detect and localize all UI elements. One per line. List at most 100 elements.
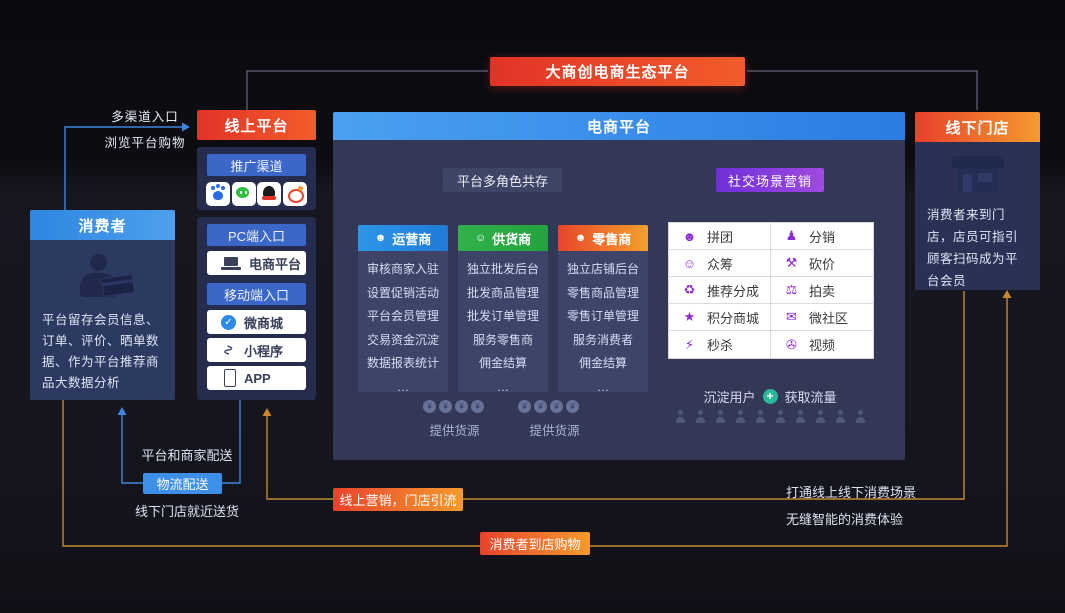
store-nearby-delivery-label: 线下门店就近送货 <box>134 504 239 519</box>
mobile-entry-label: 移动端入口 <box>207 283 306 305</box>
baidu-icon[interactable] <box>206 182 230 206</box>
social-item-flash-sale[interactable]: ⚡秒杀 <box>669 331 771 358</box>
role-item: 佣金结算 <box>478 356 527 370</box>
wechat-mall-icon: ✓ <box>221 314 236 330</box>
role-item-ellipsis: … <box>597 379 609 394</box>
referral-share-icon: ♻ <box>683 282 696 297</box>
mini-program-label: 小程序 <box>244 343 284 359</box>
role-item-ellipsis: … <box>497 379 509 394</box>
social-item-label: 视频 <box>809 338 836 353</box>
consumer-card-icon <box>72 254 135 302</box>
user-icon <box>715 410 726 423</box>
role-item: 服务消费者 <box>572 332 633 347</box>
pc-entry-label: PC端入口 <box>207 224 306 246</box>
social-item-crowdfunding[interactable]: ☺众筹 <box>669 250 771 277</box>
browse-platform-label: 浏览平台购物 <box>104 136 186 150</box>
consumer-to-store-badge: 消费者到店购物 <box>480 532 590 555</box>
multi-role-label: 平台多角色共存 <box>443 168 562 192</box>
promo-channels-box: 推广渠道 <box>197 147 316 210</box>
omnichannel-note-line2: 无缝智能的消费体验 <box>786 512 904 527</box>
video-icon: ✇ <box>786 336 797 352</box>
role-item: 设置促销活动 <box>366 285 439 300</box>
logistics-delivery-badge: 物流配送 <box>143 473 222 494</box>
wechat-icon[interactable] <box>231 182 256 206</box>
role-item: 交易资金沉淀 <box>366 332 439 347</box>
weibo-icon[interactable] <box>282 182 307 206</box>
social-item-label: 拍卖 <box>809 283 836 299</box>
social-item-label: 分销 <box>809 229 836 245</box>
social-item-auction[interactable]: ⚖ 拍卖 <box>771 277 873 304</box>
flash-sale-icon: ⚡ <box>684 336 695 352</box>
role-item: 零售订单管理 <box>566 309 639 323</box>
retailer-icon: ☻ <box>574 232 587 244</box>
role-supplier: ☺ 供货商 独立批发后台 批发商品管理 批发订单管理 服务零售商 佣金结算 … <box>458 225 548 394</box>
promo-channels-label: 推广渠道 <box>207 154 306 176</box>
online-platform-title: 线上平台 <box>197 110 316 140</box>
ecommerce-platform-title: 电商平台 <box>333 112 905 140</box>
entry-wechat-mall[interactable]: ✓ 微商城 <box>207 310 306 334</box>
social-item-points-mall[interactable]: ★ 积分商城 <box>669 304 771 331</box>
user-icon <box>755 410 766 423</box>
role-item: 独立批发后台 <box>466 262 539 276</box>
coins-right: ¥¥¥¥ <box>518 400 579 413</box>
points-mall-icon: ★ <box>683 309 696 324</box>
social-item-distribution[interactable]: ♟ 分销 <box>771 223 873 250</box>
user-traffic-funnel: 沉淀用户 + 获取流量 <box>670 387 870 406</box>
distribution-icon: ♟ <box>785 228 798 243</box>
role-item-ellipsis: … <box>397 379 409 394</box>
user-icon <box>815 410 826 423</box>
role-item: 独立店铺后台 <box>566 262 639 276</box>
micro-community-icon: ✉ <box>786 309 797 324</box>
store-icon <box>951 156 1004 196</box>
social-item-micro-community[interactable]: ✉ 微社区 <box>771 304 873 331</box>
supply-goods-label-left: 提供货源 <box>429 424 480 438</box>
user-icons-row <box>670 410 870 423</box>
crowdfunding-icon: ☺ <box>682 255 697 271</box>
supplier-title: 供货商 <box>492 231 532 247</box>
social-item-referral-share[interactable]: ♻推荐分成 <box>669 277 771 304</box>
social-item-label: 拼团 <box>707 229 734 245</box>
role-item: 佣金结算 <box>578 356 627 370</box>
role-item: 平台会员管理 <box>366 309 439 323</box>
wechat-mall-label: 微商城 <box>244 315 284 331</box>
supply-goods-label-right: 提供货源 <box>529 424 580 438</box>
offline-store-title: 线下门店 <box>915 112 1040 142</box>
pc-platform-entry[interactable]: 电商平台 <box>207 251 306 275</box>
social-item-group-buy[interactable]: ☻拼团 <box>669 223 771 250</box>
role-item: 审核商家入驻 <box>366 262 439 276</box>
entry-app[interactable]: APP <box>207 366 306 390</box>
operator-icon: ☻ <box>374 232 387 244</box>
user-icon <box>795 410 806 423</box>
pc-platform-entry-label: 电商平台 <box>249 256 302 272</box>
social-marketing-grid: ☻拼团 ♟ 分销 ☺众筹 ⚒ 砍价 ♻推荐分成 ⚖ 拍卖 ★ 积分商城 ✉ 微社区 ⚡秒杀… <box>668 222 874 359</box>
social-item-bargain[interactable]: ⚒ 砍价 <box>771 250 873 277</box>
qq-icon[interactable] <box>257 182 282 206</box>
offline-store-description: 消费者来到门店，店员可指引顾客扫码成为平台会员 <box>927 208 1019 288</box>
social-item-video[interactable]: ✇ 视频 <box>771 331 873 358</box>
get-traffic-label: 获取流量 <box>784 390 837 405</box>
role-retailer: ☻ 零售商 独立店铺后台 零售商品管理 零售订单管理 服务消费者 佣金结算 … <box>558 225 648 394</box>
retailer-title: 零售商 <box>592 231 632 247</box>
bargain-icon: ⚒ <box>785 255 798 270</box>
role-operator: ☻ 运营商 审核商家入驻 设置促销活动 平台会员管理 交易资金沉淀 数据报表统计… <box>358 225 448 394</box>
multi-channel-entry-label: 多渠道入口 <box>111 110 179 124</box>
consumer-box: 消费者 平台留存会员信息、订单、评价、晒单数据、作为平台推荐商品大数据分析 <box>30 210 175 400</box>
entry-mini-program[interactable]: ∿ 小程序 <box>207 338 306 362</box>
user-icon <box>675 410 686 423</box>
social-item-label: 积分商城 <box>707 310 760 326</box>
app-label: APP <box>244 370 271 386</box>
auction-icon: ⚖ <box>785 282 798 297</box>
role-item: 服务零售商 <box>472 332 533 347</box>
user-icon <box>835 410 846 423</box>
mini-program-icon: ∿ <box>219 343 237 357</box>
social-item-label: 微社区 <box>809 310 849 326</box>
role-item: 批发订单管理 <box>466 309 539 323</box>
laptop-icon <box>221 256 241 270</box>
retain-users-label: 沉淀用户 <box>703 390 756 405</box>
social-item-label: 砍价 <box>809 256 836 272</box>
consumer-description: 平台留存会员信息、订单、评价、晒单数据、作为平台推荐商品大数据分析 <box>42 313 160 390</box>
social-marketing-label: 社交场景营销 <box>716 168 824 192</box>
user-icon <box>695 410 706 423</box>
supplier-icon: ☺ <box>474 232 487 244</box>
